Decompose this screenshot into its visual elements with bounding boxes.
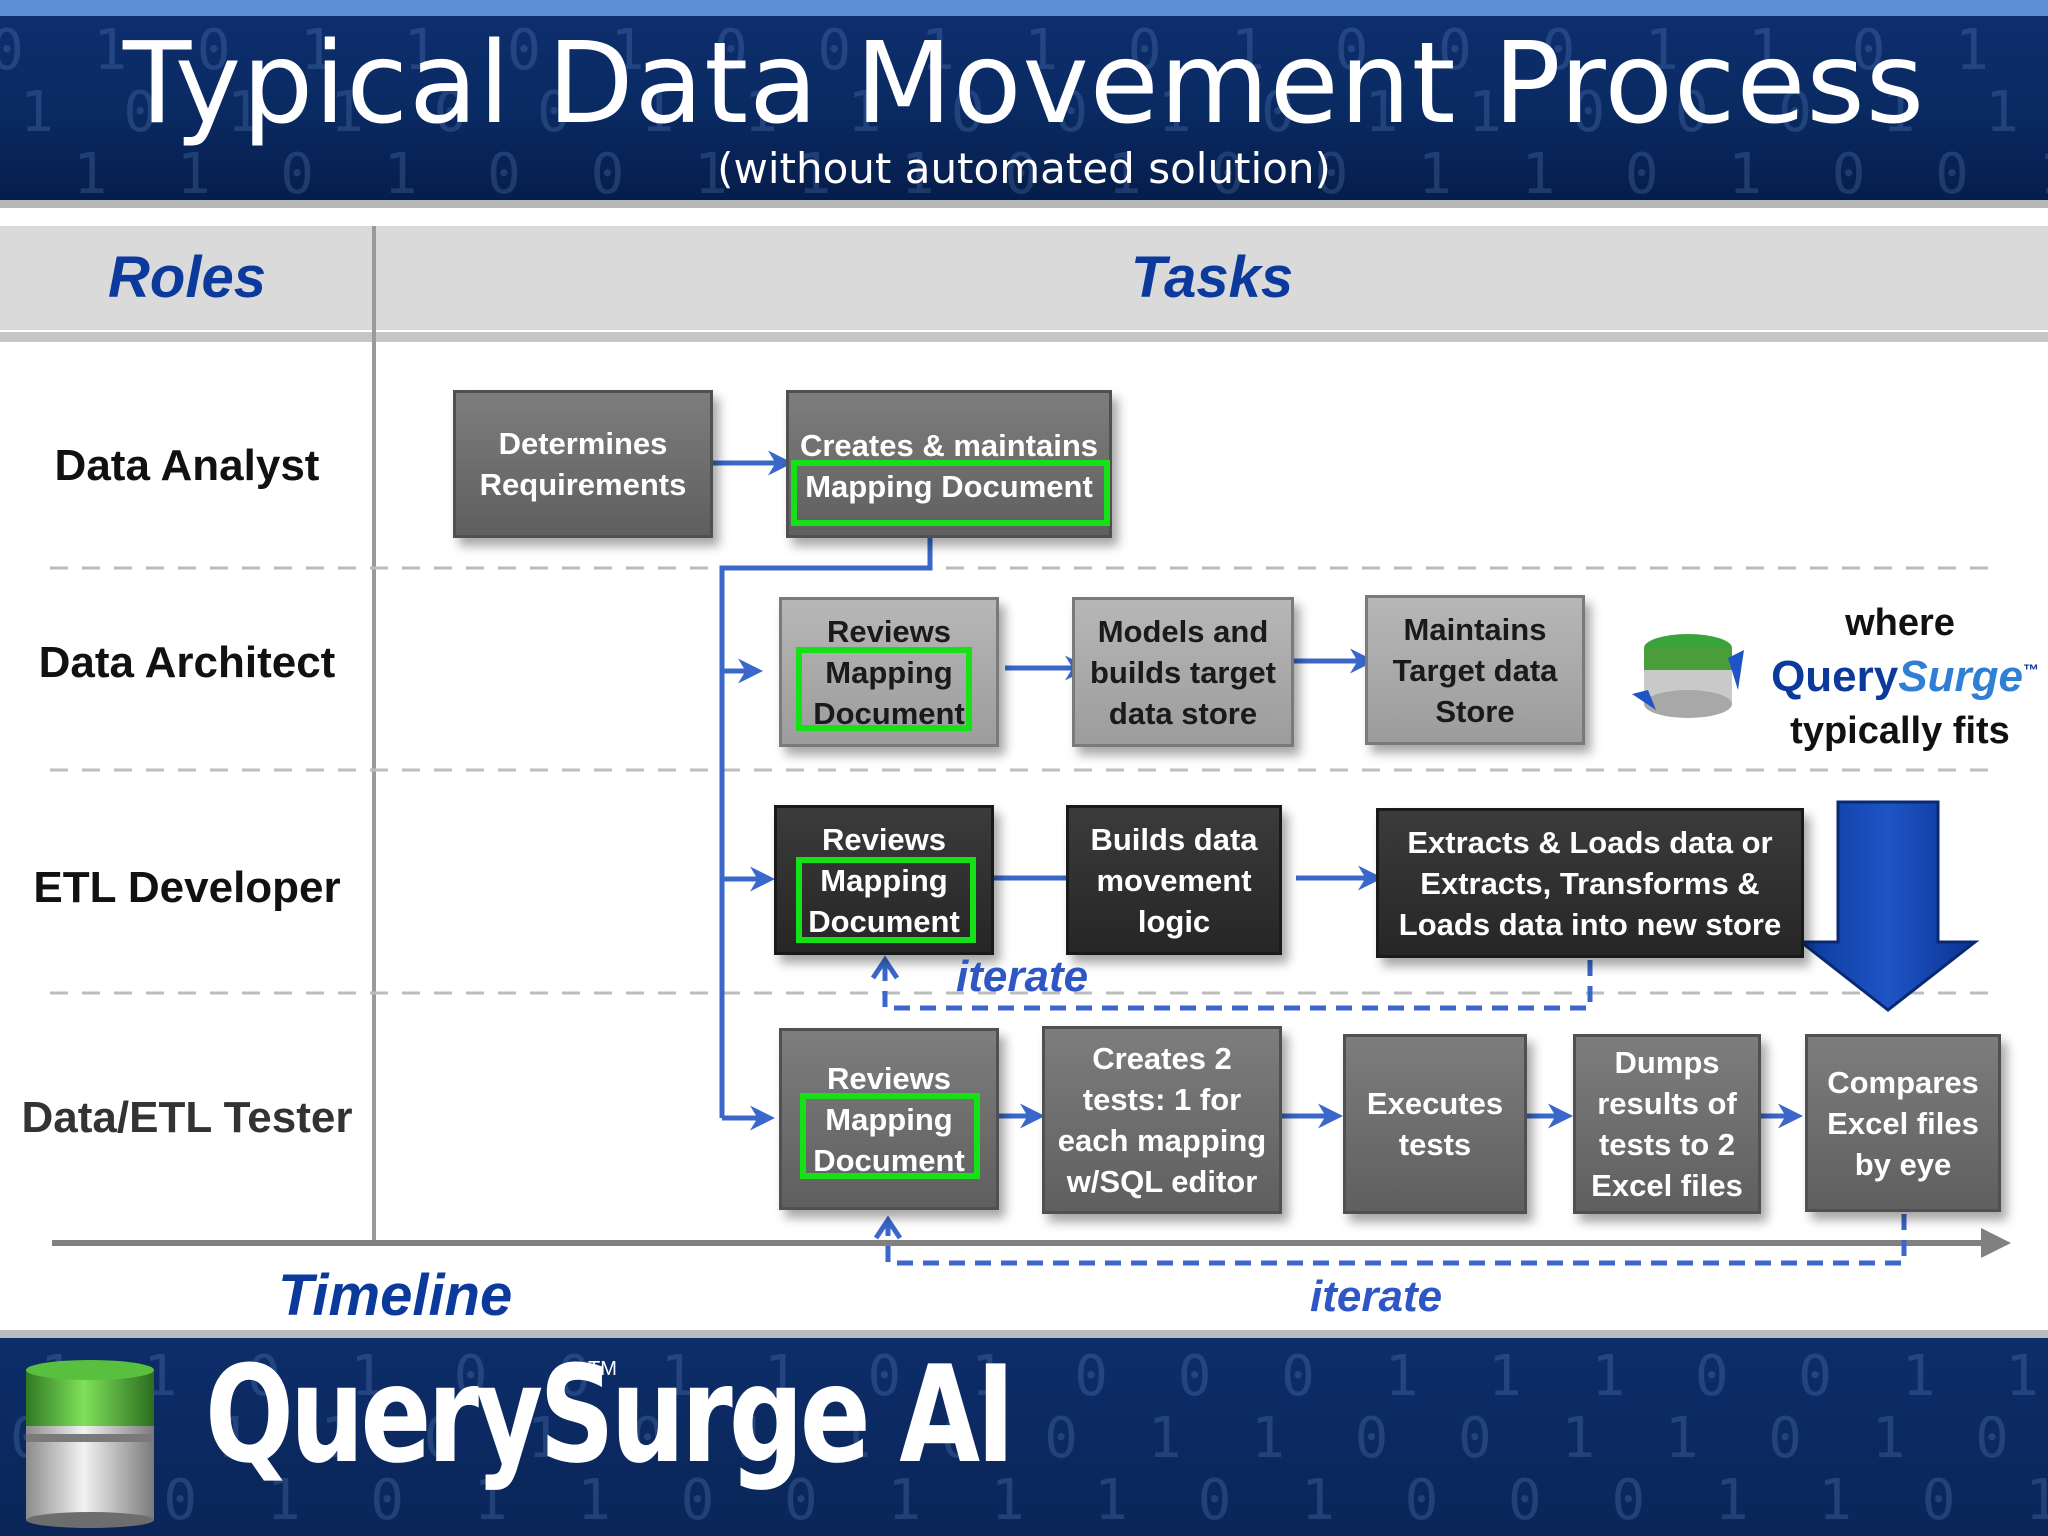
task-executes-tests: Executes tests [1343, 1034, 1527, 1214]
note-querysurge-brand: QuerySurge™ [1760, 652, 2048, 702]
divider [0, 208, 2048, 224]
mapping-distribution-trunk [719, 537, 933, 1118]
task-label: Executes tests [1366, 1086, 1504, 1162]
querysurge-footer-logo-icon [26, 1360, 154, 1528]
tasks-header: Tasks [1130, 245, 1294, 310]
timeline-label: Timeline [278, 1263, 513, 1328]
task-creates-tests: Creates 2 tests: 1 for each mapping w/SQ… [1042, 1026, 1282, 1214]
note-where: where [1845, 602, 1955, 644]
task-label: Extracts & Loads data or Extracts, Trans… [1398, 824, 1782, 942]
footer-brand-tm: TM [588, 1358, 617, 1380]
iterate-loop-developer [882, 960, 1593, 1011]
connector-layer [50, 450, 2011, 1266]
task-label-highlighted: Mapping Document [808, 862, 960, 939]
role-data-etl-tester: Data/ETL Tester [21, 1093, 353, 1142]
task-label: Reviews [826, 613, 952, 649]
page-title: Typical Data Movement Process [122, 19, 1926, 149]
divider [0, 332, 2048, 342]
brand-tm: ™ [2022, 662, 2039, 680]
task-label-highlighted: Mapping Document [813, 1101, 965, 1178]
mapping-document-highlight [796, 647, 972, 731]
task-label: Dumps results of tests to 2 Excel files [1591, 1045, 1743, 1203]
binary-pattern: 1 0 1 1 0 0 1 1 1 0 0 1 0 1 1 0 0 0 1 1 … [20, 80, 2048, 145]
binary-pattern: 0 1 1 0 1 0 0 1 1 1 0 1 0 0 1 1 0 1 0 0 … [0, 142, 2048, 201]
note-typically-fits: typically fits [1790, 710, 2010, 752]
divider [0, 200, 2048, 208]
role-data-analyst: Data Analyst [54, 441, 320, 490]
task-label: Maintains Target data Store [1392, 611, 1558, 729]
binary-pattern: 0 0 1 1 0 1 0 1 1 0 0 1 1 0 0 1 1 0 1 0 … [10, 1406, 2048, 1471]
role-etl-developer: ETL Developer [33, 863, 341, 912]
task-label: Builds data movement logic [1090, 821, 1258, 939]
task-maintains-target-store: Maintains Target data Store [1365, 595, 1585, 745]
task-determines-requirements: Determines Requirements [453, 390, 713, 538]
task-label: Compares Excel files by eye [1827, 1064, 1979, 1182]
task-architect-reviews-mapping: Reviews Mapping Document [779, 597, 999, 747]
mapping-document-highlight [800, 1093, 980, 1179]
title-banner: 0 1 0 1 1 0 1 0 0 1 1 0 1 0 0 0 1 1 0 1 … [0, 0, 2048, 200]
divider [0, 1330, 2048, 1338]
querysurge-logo-icon [1632, 634, 1744, 718]
task-compares-excel: Compares Excel files by eye [1805, 1034, 2001, 1212]
task-builds-movement-logic: Builds data movement logic [1066, 805, 1282, 955]
footer-brand: QuerySurge AI [205, 1337, 1015, 1493]
mapping-document-highlight [791, 460, 1110, 526]
binary-pattern: 0 1 0 1 1 0 1 0 0 1 1 0 1 0 0 0 1 1 0 1 … [0, 18, 2048, 83]
iterate-loop-tester [885, 1214, 1907, 1266]
iterate-label-tester: iterate [1310, 1272, 1443, 1321]
column-divider [372, 226, 376, 1240]
task-label-highlighted: Mapping Document [813, 654, 965, 731]
task-label: Creates 2 tests: 1 for each mapping w/SQ… [1057, 1041, 1267, 1199]
task-label: Reviews [821, 821, 947, 857]
task-label: Creates & maintains [799, 428, 1099, 463]
task-label: Models and builds target data store [1089, 613, 1276, 731]
task-developer-reviews-mapping: Reviews Mapping Document [774, 805, 994, 955]
brand-surge: Surge [1898, 652, 2023, 701]
task-extracts-loads: Extracts & Loads data or Extracts, Trans… [1376, 808, 1804, 958]
task-label-highlighted: Mapping Document [805, 469, 1093, 504]
flow-arrows [706, 450, 1803, 1131]
task-tester-reviews-mapping: Reviews Mapping Document [779, 1028, 999, 1210]
task-dumps-results: Dumps results of tests to 2 Excel files [1573, 1034, 1761, 1214]
iterate-arrowhead [873, 1215, 903, 1240]
big-down-arrow [1796, 800, 1980, 1012]
row-separators [50, 566, 1990, 995]
binary-pattern: 1 1 0 1 0 0 1 1 0 1 0 0 0 1 1 1 0 0 1 1 … [40, 1344, 2048, 1409]
page-subtitle: (without automated solution) [717, 144, 1331, 193]
role-data-architect: Data Architect [38, 638, 336, 687]
iterate-arrowhead [870, 955, 900, 980]
footer-banner: 1 1 0 1 0 0 1 1 0 1 0 0 0 1 1 1 0 0 1 1 … [0, 1338, 2048, 1536]
iterate-label-developer: iterate [956, 952, 1089, 1001]
brand-query: Query [1771, 652, 1899, 701]
binary-pattern: 1 0 1 0 1 1 0 0 1 1 1 0 1 0 0 0 1 1 0 1 … [60, 1468, 2048, 1533]
banner-top-stripe [0, 0, 2048, 16]
iterate-loops [882, 960, 1907, 1266]
column-header-row [0, 226, 2048, 330]
task-label: Determines Requirements [479, 426, 687, 502]
mapping-document-highlight [796, 857, 976, 943]
roles-header: Roles [108, 245, 266, 310]
task-label: Reviews [826, 1060, 952, 1096]
task-models-builds-target: Models and builds target data store [1072, 597, 1294, 747]
